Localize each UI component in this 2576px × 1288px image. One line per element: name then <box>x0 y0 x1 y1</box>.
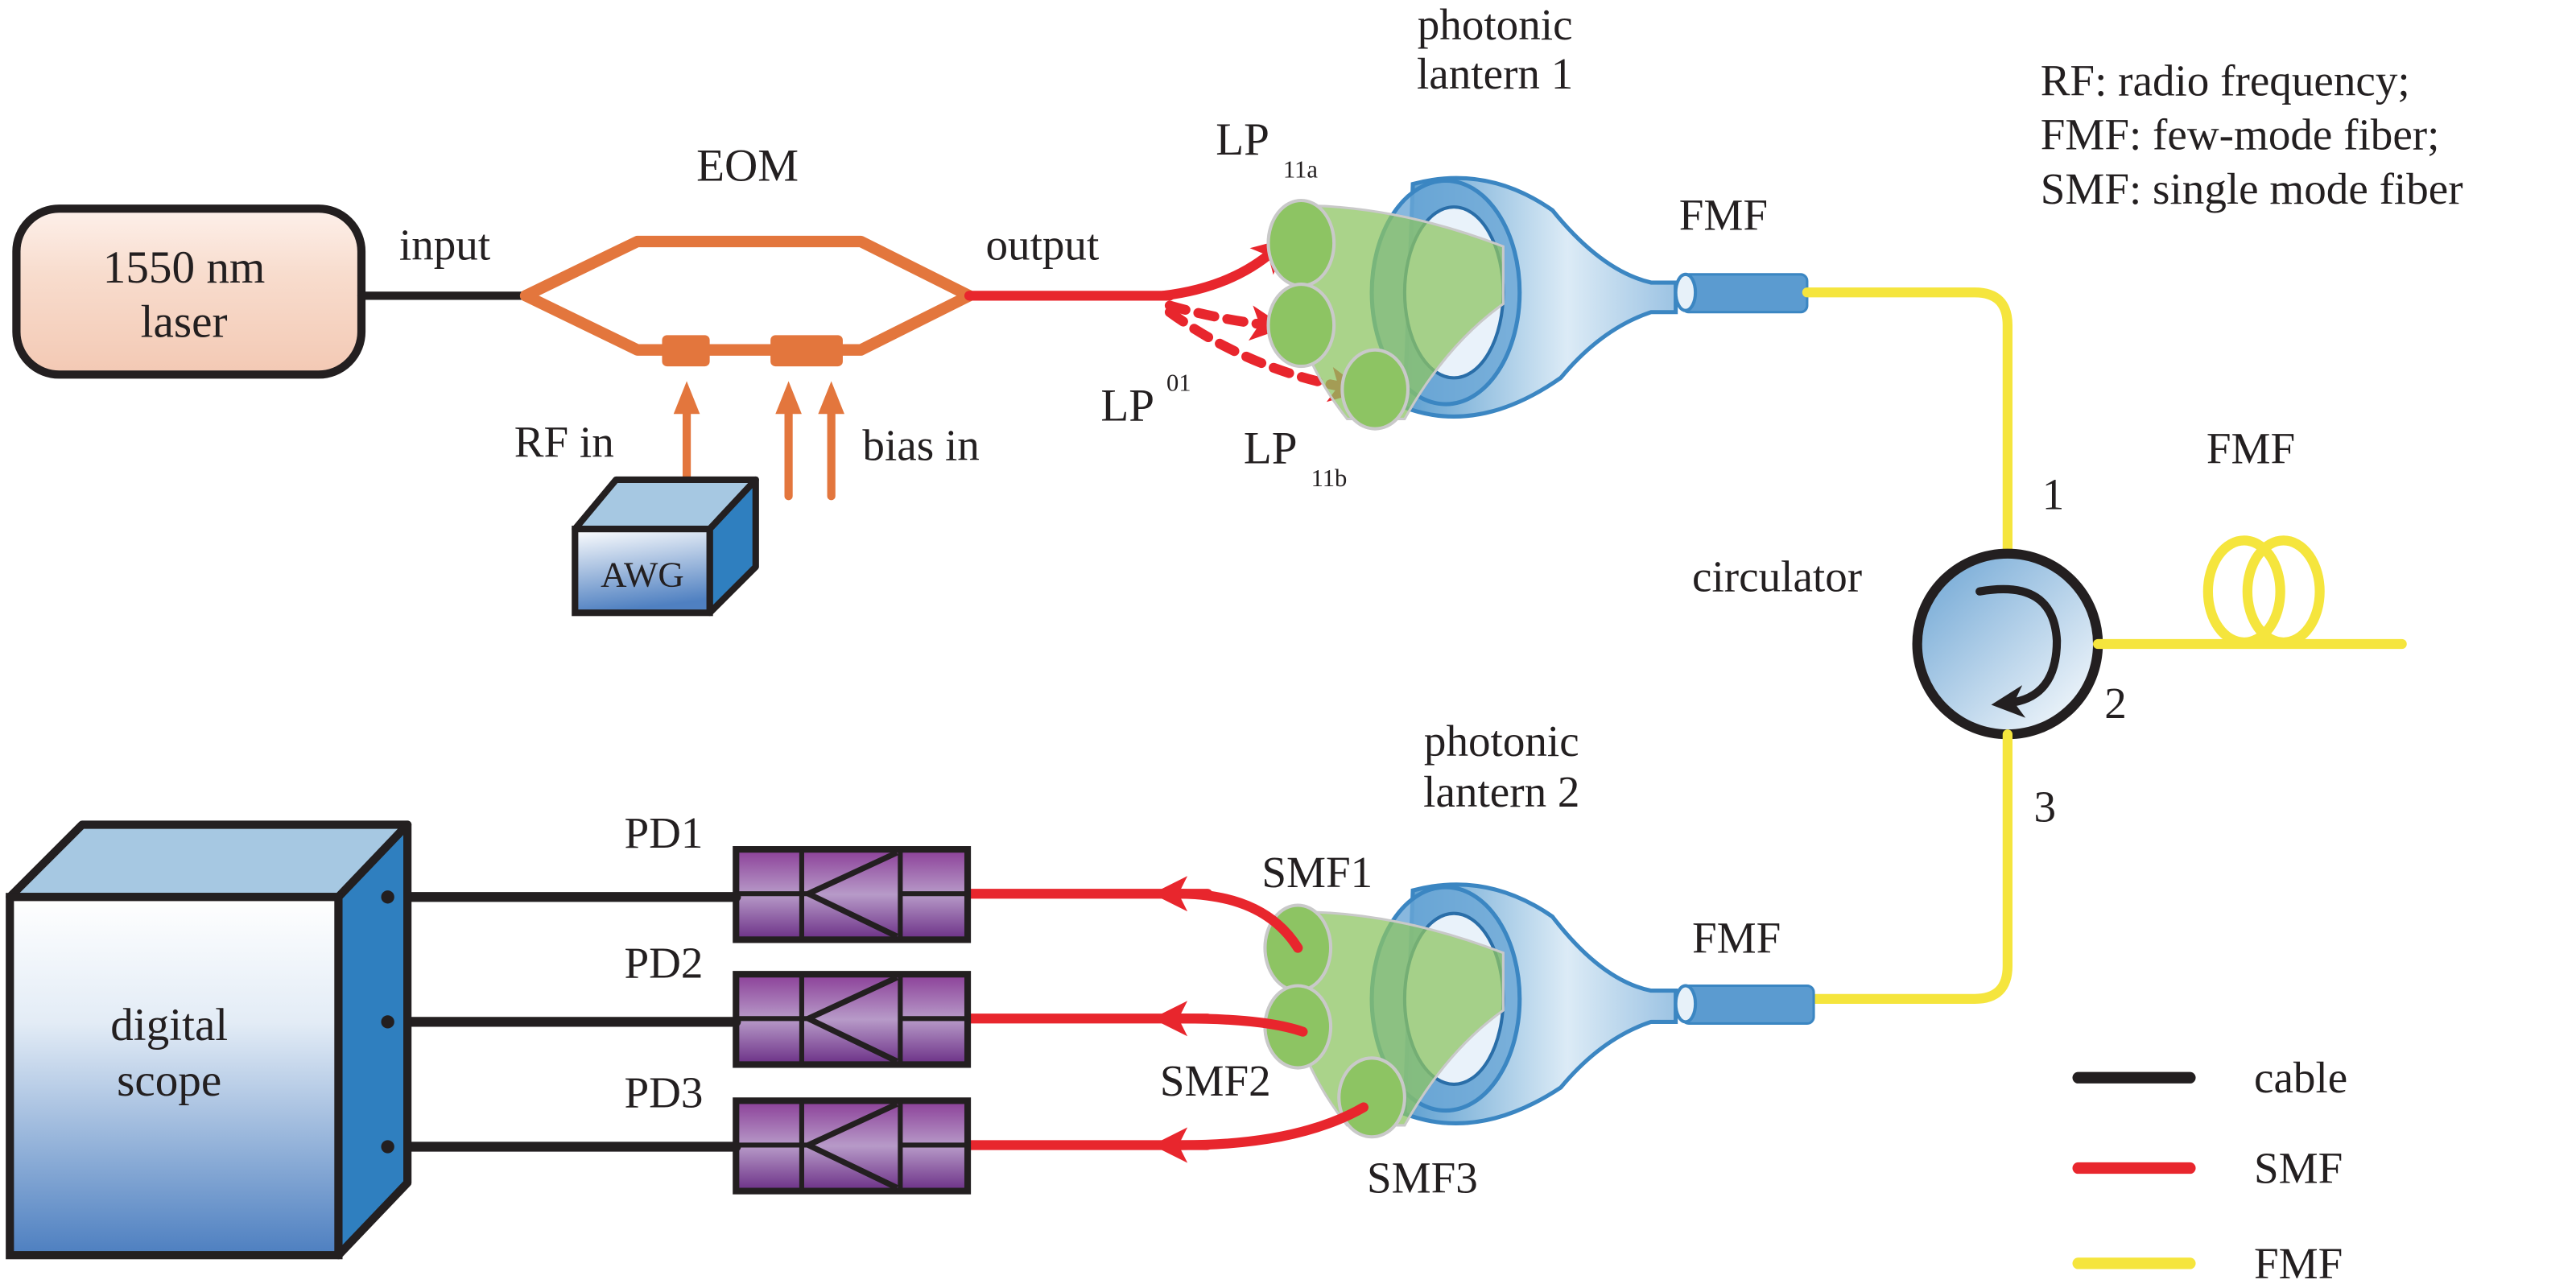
lantern1-title-line1: photonic <box>1418 0 1573 49</box>
abbrev-rf: RF: radio frequency; <box>2041 56 2410 105</box>
lp11a-label: LP 11a <box>1216 114 1318 184</box>
awg-front-face <box>572 526 713 617</box>
output-label: output <box>985 220 1099 269</box>
lantern1-fiber-lp11a <box>1266 198 1336 288</box>
fmf-spool-label: FMF <box>2207 424 2295 473</box>
fmf-spool-loop-1 <box>2202 535 2285 648</box>
fmf-spool-loop-2 <box>2242 535 2325 648</box>
rf-electrode <box>662 335 710 367</box>
abbrev-smf: SMF: single mode fiber <box>2041 164 2463 213</box>
fmf-top-label: FMF <box>1679 191 1768 240</box>
eom-top-arm <box>519 235 976 302</box>
port-2-label: 2 <box>2104 679 2127 728</box>
scope-port-3 <box>381 1140 394 1154</box>
circulator-label: circulator <box>1692 552 1862 601</box>
lp11b-sub: 11b <box>1311 464 1348 492</box>
lp11a-arrow <box>1158 237 1289 301</box>
photodetector-pd1: PD1 <box>625 808 972 943</box>
fmf-from-circulator-port3 <box>1810 729 2013 1004</box>
lantern1-connector-end <box>1674 272 1698 312</box>
pd2-diode-icon <box>801 975 898 1064</box>
legend-label-fmf: FMF <box>2254 1239 2343 1288</box>
scope-side-face <box>334 820 412 1260</box>
abbreviation-legend: RF: radio frequency; FMF: few-mode fiber… <box>2041 56 2463 213</box>
port-1-label: 1 <box>2042 470 2065 519</box>
rf-in-label: RF in <box>514 417 614 466</box>
lantern1-fiber-lp01 <box>1266 283 1336 369</box>
lantern2-title-line1: photonic <box>1424 716 1579 766</box>
lp01-base: LP <box>1100 380 1154 431</box>
laser-source: 1550 nm laser <box>12 204 366 379</box>
photonic-lantern-2: photonic lantern 2 <box>1263 716 1815 1139</box>
smf1-fiber <box>964 889 1303 953</box>
lantern2-title-line2: lantern 2 <box>1423 767 1579 816</box>
scope-front-face <box>6 893 343 1260</box>
abbrev-fmf: FMF: few-mode fiber; <box>2041 110 2440 159</box>
lantern2-fiber-smf3 <box>1337 1056 1406 1139</box>
lp11b-arrow <box>1164 307 1365 402</box>
pd3-label: PD3 <box>625 1068 704 1117</box>
fmf-to-circulator-port1 <box>1802 287 2013 560</box>
smf1-label: SMF1 <box>1261 848 1373 897</box>
lp11a-sub: 11a <box>1283 155 1318 183</box>
lp11b-label: LP 11b <box>1244 423 1347 493</box>
scope-port-2 <box>381 1015 394 1029</box>
circulator-arrow-icon <box>1975 584 2062 718</box>
smf3-fiber <box>964 1102 1368 1150</box>
smf3-label: SMF3 <box>1367 1154 1478 1203</box>
pd2-label: PD2 <box>625 938 704 987</box>
lantern1-fmf-connector <box>1681 273 1809 314</box>
fmf-spool: FMF <box>2093 424 2407 650</box>
lp01-sub: 01 <box>1166 369 1191 397</box>
awg-label: AWG <box>601 555 684 595</box>
smf2-fiber <box>964 1013 1308 1037</box>
scope-port-1 <box>381 890 394 904</box>
pd1-label: PD1 <box>625 808 704 857</box>
pd3-diode-icon <box>801 1101 898 1191</box>
scope-label-line1: digital <box>110 1000 228 1051</box>
eom-modulator: EOM RF in bias in <box>514 140 980 506</box>
legend-label-smf: SMF <box>2254 1143 2343 1192</box>
eom-label: EOM <box>696 140 799 191</box>
photodetector-pd2: PD2 <box>625 938 972 1068</box>
eom-bottom-arm <box>519 290 976 356</box>
lantern2-fmf-connector <box>1681 984 1815 1025</box>
lp11b-base: LP <box>1244 423 1298 474</box>
laser-label-line1: 1550 nm <box>103 242 266 293</box>
legend-label-cable: cable <box>2254 1053 2347 1102</box>
awg-box: AWG <box>572 476 759 617</box>
port-3-label: 3 <box>2034 782 2057 831</box>
lantern1-title-line2: lantern 1 <box>1417 49 1573 98</box>
laser-label-line2: laser <box>141 296 228 347</box>
lantern2-connector-end <box>1674 984 1698 1024</box>
smf2-label: SMF2 <box>1160 1056 1271 1105</box>
input-label: input <box>399 220 490 269</box>
lantern1-fiber-lp11b <box>1340 348 1410 431</box>
digital-scope: digital scope <box>6 820 412 1260</box>
bias-electrode <box>770 335 843 367</box>
circulator: circulator 1 2 3 <box>1692 470 2127 832</box>
photodetector-pd3: PD3 <box>625 1068 972 1195</box>
lp01-arrow <box>1164 300 1286 341</box>
pd1-diode-icon <box>801 849 898 939</box>
photonic-lantern-1: photonic lantern 1 <box>1266 0 1809 431</box>
lp11a-base: LP <box>1216 114 1269 165</box>
scope-label-line2: scope <box>117 1055 221 1106</box>
bias-in-label: bias in <box>862 420 979 469</box>
fmf-bottom-label: FMF <box>1692 914 1781 963</box>
lp01-label: LP 01 <box>1100 369 1191 431</box>
